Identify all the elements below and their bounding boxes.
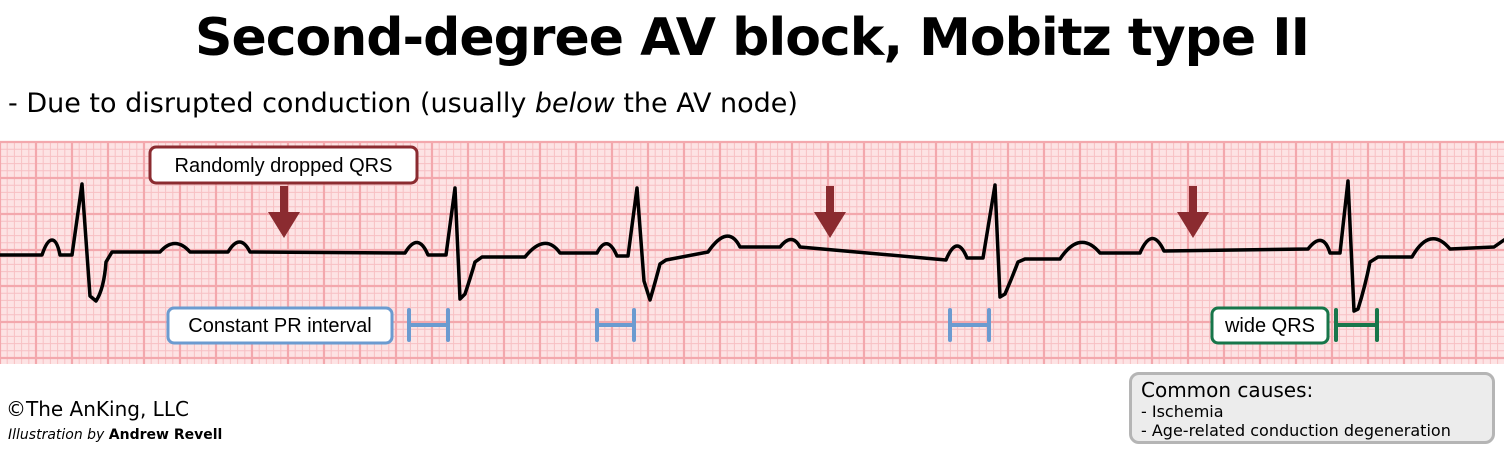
wide-qrs-bracket — [1334, 308, 1379, 342]
ecg-trace — [0, 179, 1504, 313]
dropped-qrs-arrows — [268, 186, 1209, 238]
dropped-qrs-arrow-3 — [1177, 186, 1209, 238]
subtitle-prefix: - Due to disrupted conduction (usually — [8, 88, 535, 119]
ecg-strip: Randomly dropped QRS Constant PR interva… — [0, 140, 1504, 364]
subtitle-emphasis: below — [534, 88, 615, 119]
cause-item: - Ischemia — [1141, 402, 1224, 421]
common-causes-box: Common causes: - Ischemia - Age-related … — [1129, 372, 1495, 444]
constant-pr-label: Constant PR interval — [188, 315, 371, 337]
pr-interval-bracket-1 — [407, 308, 450, 342]
wide-qrs-callout: wide QRS — [1210, 306, 1330, 345]
illustrator-name: Andrew Revell — [108, 427, 223, 443]
subtitle: - Due to disrupted conduction (usually b… — [8, 86, 798, 122]
wide-qrs-label: wide QRS — [1224, 315, 1315, 337]
illustration-credit: Illustration by Andrew Revell — [8, 426, 222, 444]
copyright: ©The AnKing, LLC — [6, 397, 189, 421]
constant-pr-callout: Constant PR interval — [166, 306, 394, 345]
dropped-qrs-arrow-2 — [814, 186, 846, 238]
dropped-qrs-arrow-1 — [268, 186, 300, 238]
cause-item: - Age-related conduction degeneration — [1141, 421, 1451, 440]
pr-interval-bracket-2 — [595, 308, 636, 342]
pr-interval-brackets — [407, 308, 991, 342]
pr-interval-bracket-3 — [948, 308, 991, 342]
dropped-qrs-callout: Randomly dropped QRS — [148, 145, 419, 185]
illustration-prefix: Illustration by — [8, 427, 109, 443]
page-title: Second-degree AV block, Mobitz type II — [195, 8, 1310, 68]
common-causes-heading: Common causes: — [1141, 378, 1314, 402]
dropped-qrs-label: Randomly dropped QRS — [175, 155, 393, 177]
subtitle-suffix: the AV node) — [614, 88, 798, 119]
